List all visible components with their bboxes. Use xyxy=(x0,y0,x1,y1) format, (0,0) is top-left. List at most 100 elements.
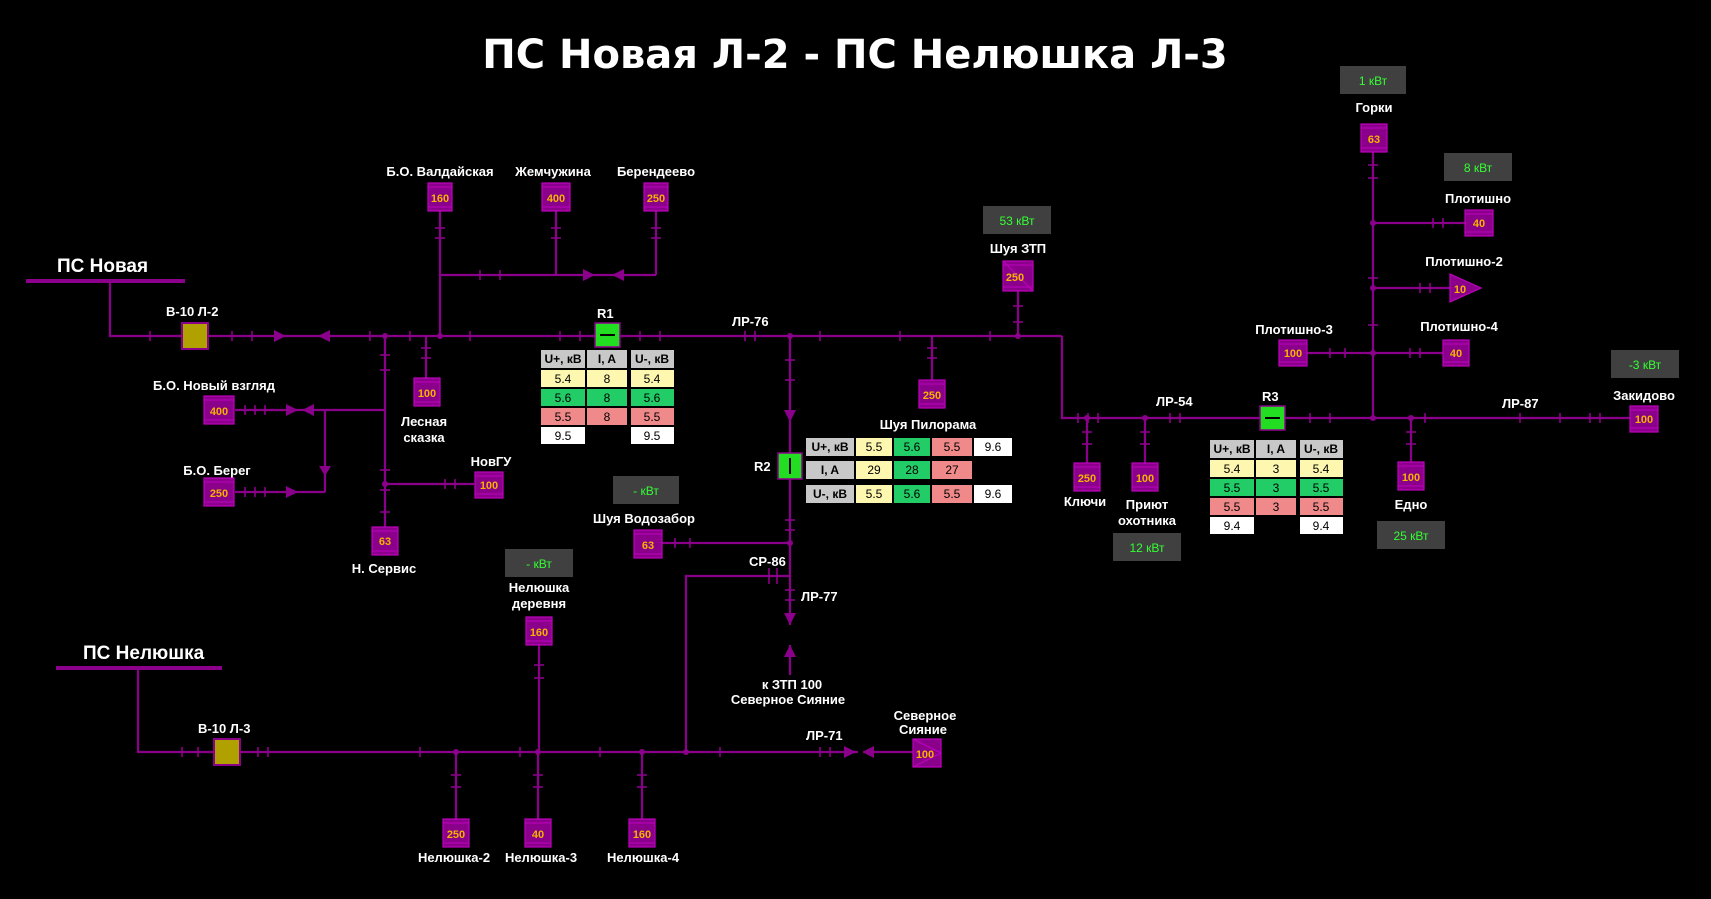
junction-dots xyxy=(382,220,1414,755)
arrow-icon xyxy=(862,746,874,758)
arrow-icon xyxy=(286,486,298,498)
transformer-lesnaya-skazka[interactable]: 100 xyxy=(413,377,441,407)
svg-text:5.4: 5.4 xyxy=(555,372,572,386)
svg-text:10: 10 xyxy=(1454,284,1466,296)
svg-text:5.5: 5.5 xyxy=(1224,500,1241,514)
arrow-icon xyxy=(302,404,314,416)
transformer-bereg-label: Б.О. Берег xyxy=(183,463,251,478)
svg-text:40: 40 xyxy=(532,829,544,841)
transformer-nel-derevnya-label-2: деревня xyxy=(512,596,566,611)
svg-text:100: 100 xyxy=(1635,414,1653,426)
transformer-plotishno-3[interactable]: 100 xyxy=(1278,339,1308,367)
svg-text:9.4: 9.4 xyxy=(1224,519,1241,533)
svg-text:63: 63 xyxy=(1368,134,1380,146)
svg-text:100: 100 xyxy=(418,388,436,400)
transformer-novgu-label: НовГУ xyxy=(471,454,513,469)
transformer-zhemchuzhina[interactable]: 400 xyxy=(541,182,571,212)
svg-text:5.6: 5.6 xyxy=(904,487,921,501)
r2-measurement-table: U+, кВ I, A U-, кВ 5.5 5.6 5.5 9.6 29 28… xyxy=(806,438,1012,503)
svg-text:U-, кВ: U-, кВ xyxy=(813,487,847,501)
svg-text:8: 8 xyxy=(604,391,611,405)
svg-text:9.6: 9.6 xyxy=(985,440,1002,454)
svg-text:9.6: 9.6 xyxy=(985,487,1002,501)
breaker-v10-l2[interactable] xyxy=(181,322,209,350)
transformer-noviy-vzglyad[interactable]: 400 xyxy=(203,395,235,425)
disconnector-lr54-label: ЛР-54 xyxy=(1156,394,1193,409)
breaker-v10-l3[interactable] xyxy=(213,738,241,766)
power-box-zakidovo xyxy=(1611,350,1679,378)
arrow-icon xyxy=(318,330,330,342)
transformer-plotishno-2[interactable]: 10 xyxy=(1449,273,1483,303)
transformer-shuya-pilorama-label: Шуя Пилорама xyxy=(880,417,977,432)
svg-text:5.5: 5.5 xyxy=(944,440,961,454)
svg-text:9.5: 9.5 xyxy=(555,429,572,443)
disconnector-lr77-label: ЛР-77 xyxy=(801,589,838,604)
trunk-right xyxy=(1060,336,1630,420)
svg-text:5.5: 5.5 xyxy=(1224,481,1241,495)
svg-text:I, A: I, A xyxy=(598,352,617,366)
power-box-plotishno xyxy=(1444,153,1512,181)
transformer-nelyushka-2-label: Нелюшка-2 xyxy=(418,850,490,865)
transformer-shuya-ztp[interactable]: 250 xyxy=(1002,260,1034,292)
recloser-r3-label: R3 xyxy=(1262,389,1279,404)
transformer-zakidovo[interactable]: 100 xyxy=(1629,405,1659,433)
substation-nelyushka-label: ПС Нелюшка xyxy=(83,643,205,664)
transformer-gorki[interactable]: 63 xyxy=(1360,123,1388,153)
power-box-nel-derevnya xyxy=(505,549,573,577)
svg-text:9.5: 9.5 xyxy=(644,429,661,443)
transformer-valdai-label: Б.О. Валдайская xyxy=(386,164,493,179)
disconnector-lr71-label: ЛР-71 xyxy=(806,728,843,743)
svg-text:5.5: 5.5 xyxy=(866,440,883,454)
arrow-icon xyxy=(286,404,298,416)
svg-text:5.5: 5.5 xyxy=(1313,500,1330,514)
svg-text:100: 100 xyxy=(1284,348,1302,360)
arrow-icon xyxy=(784,410,796,422)
recloser-r2-label: R2 xyxy=(754,459,771,474)
transformer-novgu[interactable]: 100 xyxy=(474,471,504,499)
ztp-note-2: Северное Сияние xyxy=(731,692,845,707)
svg-text:400: 400 xyxy=(547,193,565,205)
svg-text:5.5: 5.5 xyxy=(944,487,961,501)
transformer-shuya-vodozabor-label: Шуя Водозабор xyxy=(593,511,695,526)
power-box-edno xyxy=(1377,521,1445,549)
svg-text:250: 250 xyxy=(647,193,665,205)
svg-text:3: 3 xyxy=(1273,481,1280,495)
transformer-priyut-label-1: Приют xyxy=(1126,497,1168,512)
svg-text:3: 3 xyxy=(1273,500,1280,514)
substation-novaya-label: ПС Новая xyxy=(57,256,148,277)
transformer-nelyushka-3-label: Нелюшка-3 xyxy=(505,850,577,865)
power-box-shuya-ztp xyxy=(983,206,1051,234)
transformer-severnoe-siyanie[interactable]: 100 xyxy=(912,738,942,768)
power-edno: 25 кВт xyxy=(1393,529,1429,543)
transformer-plotishno-2-label: Плотишно-2 xyxy=(1425,254,1503,269)
transformer-priyut-okhotnika[interactable]: 100 xyxy=(1131,462,1159,492)
r3-measurement-table: U+, кВ I, A U-, кВ 5.4 3 5.4 5.5 3 5.5 5… xyxy=(1210,440,1343,534)
transformer-nelyushka-3[interactable]: 40 xyxy=(524,818,552,848)
svg-text:9.4: 9.4 xyxy=(1313,519,1330,533)
transformer-nelyushka-derevnya[interactable]: 160 xyxy=(525,616,553,646)
svg-text:40: 40 xyxy=(1473,218,1485,230)
transformer-nelyushka-2[interactable]: 250 xyxy=(442,818,470,848)
transformer-valdai[interactable]: 160 xyxy=(427,182,453,212)
transformer-shuya-vodozabor[interactable]: 63 xyxy=(633,529,663,559)
arrow-icon xyxy=(844,746,856,758)
svg-text:250: 250 xyxy=(923,390,941,402)
arrow-icon xyxy=(784,613,796,625)
transformer-shuya-pilorama[interactable]: 250 xyxy=(918,379,946,409)
disconnector-sr86-label: СР-86 xyxy=(749,554,786,569)
transformer-noviy-vzglyad-label: Б.О. Новый взгляд xyxy=(153,378,276,393)
transformer-bereg[interactable]: 250 xyxy=(203,477,235,507)
svg-text:U-, кВ: U-, кВ xyxy=(635,352,669,366)
transformer-nservis[interactable]: 63 xyxy=(371,526,399,556)
svg-text:250: 250 xyxy=(1078,473,1096,485)
transformer-lesnaya-label-2: сказка xyxy=(403,430,445,445)
arrow-icon xyxy=(319,466,331,476)
transformer-berendeevo[interactable]: 250 xyxy=(643,182,669,212)
transformer-edno[interactable]: 100 xyxy=(1397,461,1425,491)
svg-text:I, A: I, A xyxy=(821,463,840,477)
svg-text:250: 250 xyxy=(210,488,228,500)
transformer-nelyushka-4[interactable]: 160 xyxy=(628,818,656,848)
transformer-plotishno-4[interactable]: 40 xyxy=(1442,339,1470,367)
transformer-klyuchi[interactable]: 250 xyxy=(1073,462,1101,492)
transformer-plotishno[interactable]: 40 xyxy=(1464,209,1494,237)
